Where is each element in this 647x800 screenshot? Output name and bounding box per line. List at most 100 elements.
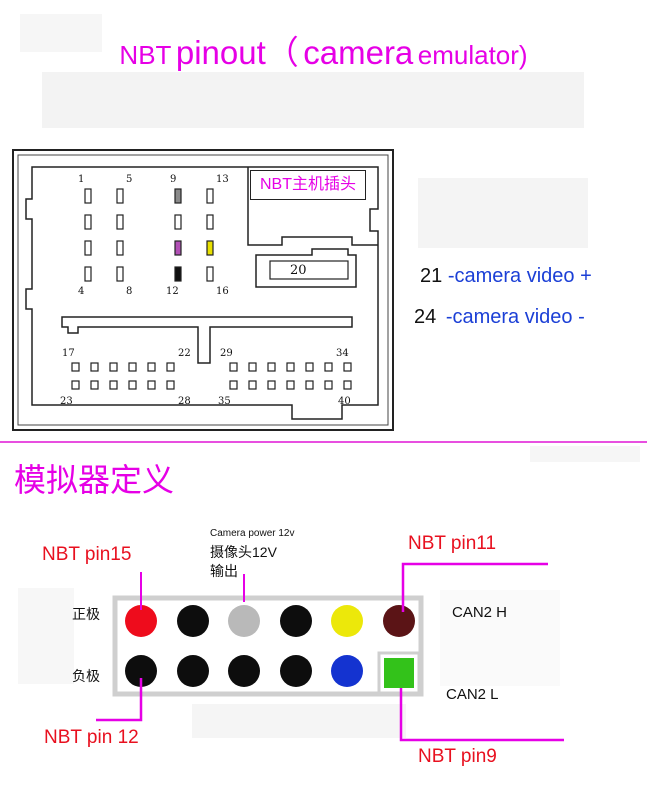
connector-pin-slot [116, 266, 124, 282]
connector-pin-slot [128, 362, 137, 372]
camera-power-output: 输出 [210, 563, 238, 579]
connector-pin-slot [84, 188, 92, 204]
connector-pin-slot [116, 240, 124, 256]
page-title: NBT pinout（ camera emulator) [0, 26, 647, 74]
pin-label-28: 28 [178, 396, 191, 407]
pin-label-1: 1 [78, 174, 85, 185]
connector-pin-slot [206, 188, 214, 204]
connector-pin-slot [305, 362, 314, 372]
emulator-connector-body [112, 595, 424, 697]
separator-rail [61, 316, 353, 364]
label-nbt-pin9: NBT pin9 [418, 746, 497, 767]
pin-label-40: 40 [338, 396, 351, 407]
title-emulator: emulator) [417, 40, 528, 70]
camera-power-chinese: 摄像头12V [210, 544, 277, 560]
pin-label-13: 13 [216, 174, 229, 185]
pin20-slot [269, 260, 349, 280]
nbt-head-unit-plug-label: NBT主机插头 [250, 170, 366, 200]
connector-pin-slot [174, 266, 182, 282]
callout-line-pin12 [96, 678, 143, 722]
emulator-pin-bottom [125, 655, 157, 687]
pin-label-5: 5 [126, 174, 133, 185]
row-label-positive: 正极 [72, 606, 100, 622]
pin-label-9: 9 [170, 174, 177, 185]
legend-description: -camera video + [447, 265, 592, 287]
connector-body-outline [25, 166, 379, 420]
label-nbt-pin12: NBT pin 12 [44, 727, 139, 748]
pin-label-23: 23 [60, 396, 73, 407]
emulator-pin-grid [125, 605, 421, 695]
pin-label-29: 29 [220, 348, 233, 359]
connector-pin-slot [84, 240, 92, 256]
connector-pin-slot [166, 380, 175, 390]
connector-pin-slot [116, 214, 124, 230]
row-label-negative: 负极 [72, 668, 100, 684]
legend-pin-number: 24 [414, 306, 437, 328]
pin-label-22: 22 [178, 348, 191, 359]
label-nbt-pin11: NBT pin11 [408, 533, 497, 554]
connector-pin-slot [71, 362, 80, 372]
connector-pin-slot [248, 362, 257, 372]
callout-line-pin9 [399, 688, 564, 742]
connector-pin-slot [84, 214, 92, 230]
connector-pin-slot [174, 214, 182, 230]
legend-row-21: 21 -camera video + [420, 265, 592, 288]
connector-pin-slot [84, 266, 92, 282]
connector-pin-slot [109, 362, 118, 372]
legend-pin-number: 21 [420, 265, 443, 287]
connector-pin-slot [71, 380, 80, 390]
pin-label-34: 34 [336, 348, 349, 359]
emulator-connector-diagram [96, 562, 564, 742]
connector-pin-slot [128, 380, 137, 390]
label-block-outline [247, 167, 378, 246]
section-title: 模拟器定义 [14, 462, 175, 498]
emulator-pin-bottom [280, 655, 312, 687]
connector-pin-slot [343, 380, 352, 390]
connector-pin-slot [109, 380, 118, 390]
background-smudge [530, 446, 640, 462]
legend-row-24: 24 -camera video - [414, 306, 585, 329]
connector-pin-slot [267, 362, 276, 372]
connector-pin-slot [229, 362, 238, 372]
lower-pin-grid [71, 362, 352, 390]
connector-pin-slot [206, 266, 214, 282]
connector-pin-slot [267, 380, 276, 390]
emulator-pin-bottom [177, 655, 209, 687]
connector-pin-slot [324, 362, 333, 372]
callout-line-pin11 [401, 562, 548, 612]
connector-pin-slot [116, 188, 124, 204]
connector-pin-slot [90, 380, 99, 390]
label-can2-l: CAN2 L [446, 686, 499, 703]
camera-power-english: Camera power 12v [210, 528, 295, 539]
nbt-connector-diagram [12, 149, 394, 431]
background-smudge [192, 704, 406, 738]
pin-label-17: 17 [62, 348, 75, 359]
pin-label-16: 16 [216, 286, 229, 297]
connector-pin-slot [90, 362, 99, 372]
connector-pin-slot [174, 188, 182, 204]
connector-pin-slot [286, 362, 295, 372]
connector-pin-slot [206, 214, 214, 230]
background-smudge [418, 178, 588, 248]
pin20-block-outline [255, 248, 357, 288]
connector-pin-slot [324, 380, 333, 390]
pin-label-8: 8 [126, 286, 133, 297]
connector-pin-slot [206, 240, 214, 256]
title-camera: camera [303, 34, 414, 71]
background-smudge [42, 72, 584, 128]
label-can2-h: CAN2 H [452, 604, 508, 621]
connector-pin-slot [147, 362, 156, 372]
connector-housing-outer [12, 149, 394, 431]
connector-pin-slot [147, 380, 156, 390]
pin-label-20: 20 [290, 263, 307, 278]
background-smudge [20, 14, 102, 52]
background-smudge [18, 588, 74, 684]
connector-pin-slot [343, 362, 352, 372]
emulator-pin-top [331, 605, 363, 637]
emulator-pin-top [177, 605, 209, 637]
emulator-pin-top [280, 605, 312, 637]
emulator-pin-top [228, 605, 260, 637]
label-nbt-pin15: NBT pin15 [42, 544, 132, 565]
background-smudge [440, 590, 560, 686]
connector-pin-slot [305, 380, 314, 390]
